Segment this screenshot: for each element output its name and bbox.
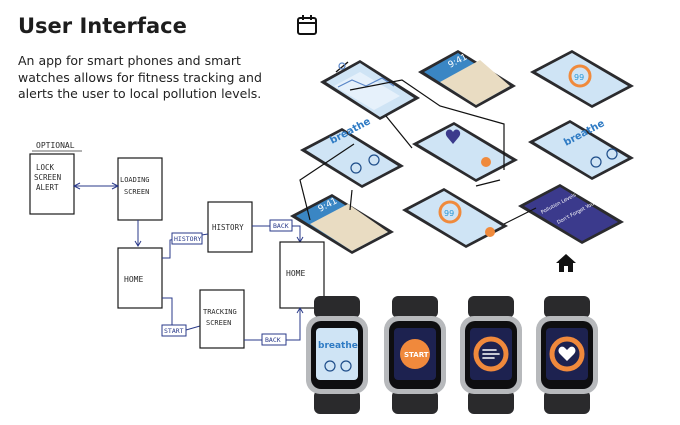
loading-screen-box bbox=[117, 157, 163, 221]
phone-aqi-2: 99 bbox=[444, 209, 454, 218]
lock-screen-label-2: SCREEN bbox=[34, 173, 61, 182]
home-box bbox=[117, 247, 163, 309]
loading-screen-label-1: LOADING bbox=[120, 176, 150, 184]
tag-back-bottom-label: BACK bbox=[265, 336, 281, 344]
page-description: An app for smart phones and smart watche… bbox=[18, 53, 262, 101]
home-label: HOME bbox=[124, 275, 143, 284]
lock-screen-label-1: LOCK bbox=[36, 163, 55, 172]
history-box bbox=[207, 201, 253, 253]
home-right-label: HOME bbox=[286, 269, 305, 278]
watch-start: START bbox=[384, 296, 446, 414]
phone-lock-screen: 9:41 bbox=[418, 50, 516, 108]
watch-breathe-label: breathe bbox=[318, 341, 358, 351]
watch-wind bbox=[460, 296, 522, 414]
tag-history-label: HISTORY bbox=[174, 235, 201, 243]
home-icon bbox=[556, 254, 576, 272]
loading-screen-label-2: SCREEN bbox=[124, 188, 149, 196]
tracking-screen-label-2: SCREEN bbox=[206, 319, 231, 327]
page-title: User Interface bbox=[18, 14, 187, 38]
watch-heart bbox=[536, 296, 598, 414]
phone-lock-screen-2: 9:41 bbox=[290, 194, 394, 254]
tag-start bbox=[161, 324, 187, 337]
home-right-box bbox=[279, 241, 325, 309]
history-label: HISTORY bbox=[212, 223, 244, 232]
wind-icon bbox=[482, 349, 500, 359]
tracking-screen-box bbox=[199, 289, 245, 349]
tag-back-top-label: BACK bbox=[273, 222, 289, 230]
optional-label: OPTIONAL bbox=[36, 141, 75, 150]
phone-aqi-1: 99 bbox=[574, 73, 584, 82]
watch-start-label[interactable]: START bbox=[404, 351, 429, 359]
phone-aqi-top: 99 bbox=[530, 50, 634, 108]
phone-breathe-2: breathe bbox=[528, 118, 634, 180]
phone-heart bbox=[412, 122, 518, 182]
phone-alert: Pollution Levels are High Today Don't Fo… bbox=[518, 174, 624, 244]
lock-screen-label-3: ALERT bbox=[36, 183, 59, 192]
phone-breathe-1: breathe bbox=[300, 116, 404, 188]
lock-screen-box bbox=[29, 153, 75, 215]
phone-aqi-bottom: 99 bbox=[402, 188, 508, 248]
heart-icon bbox=[558, 346, 576, 361]
tag-start-label: START bbox=[164, 327, 184, 335]
phone-mockups: 9:41 99 breathe breathe 9:41 bbox=[290, 50, 634, 254]
tracking-screen-label-1: TRACKING bbox=[203, 308, 237, 316]
phone-stats bbox=[320, 60, 420, 120]
flow-sketch: OPTIONAL LOCK SCREEN ALERT LOADING SCREE… bbox=[29, 141, 325, 349]
calendar-icon bbox=[297, 15, 317, 35]
tag-history bbox=[171, 232, 203, 245]
watch-breathe: breathe bbox=[306, 296, 368, 414]
